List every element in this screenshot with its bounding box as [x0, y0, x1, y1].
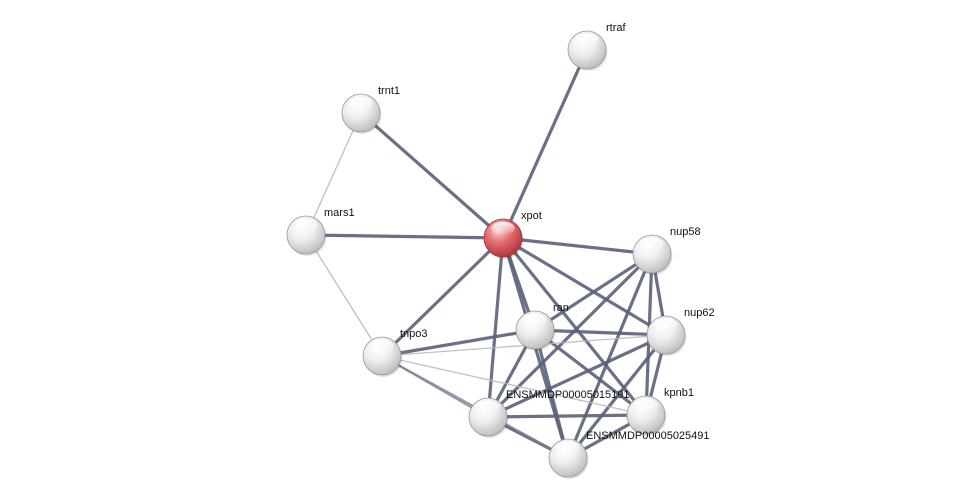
node-label-ran: ran	[553, 302, 569, 314]
node-nup58[interactable]: nup58	[632, 226, 701, 275]
node-kpnb1[interactable]: kpnb1	[626, 387, 694, 436]
edge-tnpo3-kpnb1	[381, 355, 647, 416]
node-highlight	[575, 33, 599, 48]
node-highlight	[654, 318, 678, 333]
node-highlight	[634, 398, 658, 413]
edge-xpot-mars1	[305, 233, 504, 240]
node-highlight	[476, 400, 500, 415]
node-tnpo3[interactable]: tnpo3	[362, 328, 428, 377]
node-highlight	[491, 221, 515, 236]
node-mars1[interactable]: mars1	[286, 207, 355, 256]
edge-xpot-nup62	[502, 236, 667, 337]
node-label-nup58: nup58	[670, 226, 701, 238]
edge-ran-nup62	[534, 328, 667, 337]
edge-xpot-kpnb1	[501, 236, 648, 417]
node-highlight	[370, 339, 394, 354]
edge-nup58-ens25491	[566, 253, 654, 459]
node-highlight	[523, 313, 547, 328]
edge-ran-nup58	[534, 252, 653, 332]
node-highlight	[640, 237, 664, 252]
edge-xpot-trnt1	[359, 111, 505, 240]
edge-xpot-tnpo3	[380, 236, 505, 358]
node-nup62[interactable]: nup62	[646, 307, 715, 356]
node-layer: xpot rtraf trnt1 mars1 nup58 ran nup62 tnpo3ENS…	[286, 22, 715, 479]
node-ens25491[interactable]: ENSMMDP00005025491	[548, 430, 710, 479]
edge-nup58-ens15191	[486, 252, 654, 419]
node-label-nup62: nup62	[684, 307, 715, 319]
edge-mars1-tnpo3	[305, 234, 383, 357]
node-ran[interactable]: ran	[515, 302, 569, 351]
node-ens15191[interactable]: ENSMMDP00005015191	[468, 389, 630, 438]
edge-trnt1-mars1	[305, 112, 362, 236]
edge-xpot-rtraf	[501, 49, 589, 239]
edge-xpot-nup58	[502, 236, 653, 256]
node-label-kpnb1: kpnb1	[664, 387, 694, 399]
edge-ens15191-kpnb1	[487, 413, 647, 419]
node-xpot[interactable]: xpot	[483, 210, 542, 259]
node-highlight	[556, 441, 580, 456]
node-label-ens15191: ENSMMDP00005015191	[506, 389, 630, 401]
edge-xpot-ens15191	[486, 237, 505, 418]
edge-nup62-ens25491	[566, 334, 668, 459]
edge-nup62-ens15191	[487, 333, 667, 419]
node-label-rtraf: rtraf	[606, 22, 627, 34]
node-label-tnpo3: tnpo3	[400, 328, 428, 340]
node-label-trnt1: trnt1	[378, 85, 400, 97]
node-highlight	[349, 96, 373, 111]
node-label-mars1: mars1	[324, 207, 355, 219]
edge-ran-kpnb1	[534, 328, 647, 417]
node-label-xpot: xpot	[521, 210, 542, 222]
node-rtraf[interactable]: rtraf	[567, 22, 627, 71]
edge-ran-tnpo3	[381, 328, 536, 358]
node-label-ens25491: ENSMMDP00005025491	[586, 430, 710, 442]
node-highlight	[294, 218, 318, 233]
node-trnt1[interactable]: trnt1	[341, 85, 400, 134]
edge-layer	[305, 49, 668, 460]
